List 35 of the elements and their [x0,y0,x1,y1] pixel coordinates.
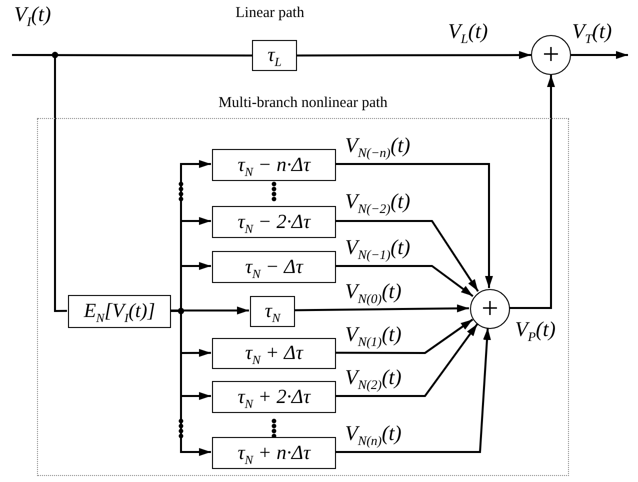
delay-box: τ$_{N}$ − Δτ [212,251,336,283]
signal-label: V$_{I}$(t) [14,3,51,26]
arrow [297,51,531,60]
delay-box: τ$_{N}$ − 2·Δτ [212,206,336,238]
summing-junction: + [531,35,571,75]
arrow [170,306,249,314]
edge-label: V$_{N(2)}$(t) [345,366,402,390]
edge-label: V$_{T}$(t) [572,20,612,44]
arrow [294,304,470,312]
delay-box: τ$_{N}$ + n·Δτ [212,437,336,469]
arrow [509,75,555,309]
nonlinear-function-box: E$_{N}$[V$_{I}$(t)] [68,295,171,328]
edge-label: V$_{N(−2)}$(t) [345,190,410,214]
edge-label: V$_{N(−1)}$(t) [345,236,410,260]
arrow [335,318,474,354]
arrow [335,265,474,297]
edge-label: V$_{N(n)}$(t) [345,422,402,446]
path-title: Linear path [236,5,304,22]
group-heading: Multi-branch nonlinear path [217,95,389,112]
edge-label: V$_{N(0)}$(t) [345,280,402,304]
delay-box: τ$_{N}$ + Δτ [212,338,336,369]
delay-box: τ$_{L}$ [252,40,297,71]
arrow [335,328,491,453]
edge-label: V$_{N(1)}$(t) [345,323,402,346]
edge-label: V$_{N(−n)}$(t) [345,134,410,158]
signal-label: V$_{P}$(t) [515,318,556,342]
delay-box: τ$_{N}$ − n·Δτ [212,149,336,181]
arrow [571,51,628,59]
edge-label: V$_{L}$(t) [448,20,488,44]
delay-box: τ$_{N}$ + 2·Δτ [212,381,336,413]
arrow [335,220,479,292]
arrow [335,324,478,397]
delay-box: τ$_{N}$ [250,296,295,327]
arrow [335,163,493,288]
summing-junction: + [470,289,510,329]
